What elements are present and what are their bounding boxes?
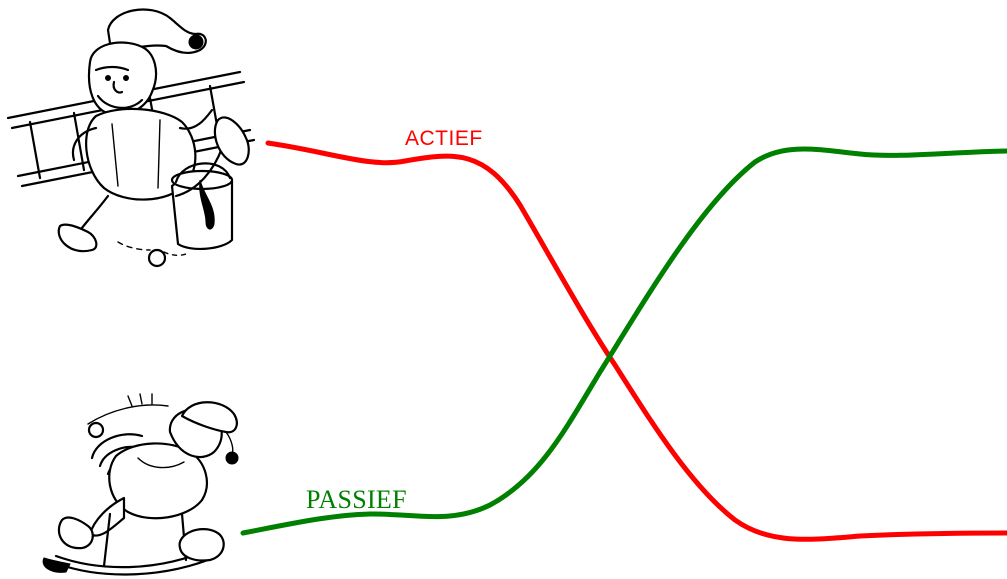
painter-head-icon — [87, 41, 158, 116]
passive-rocking-chair-illustration — [42, 393, 239, 576]
relaxing-man-boot-icon — [57, 516, 94, 550]
motion-puff-icon — [87, 421, 105, 439]
left-boot-icon — [57, 223, 98, 253]
active-label: ACTIEF — [405, 127, 483, 150]
paint-bucket-icon — [170, 162, 234, 250]
active-painter-illustration — [6, 8, 256, 268]
passive-curve — [240, 146, 1007, 536]
cap-pompom-icon — [188, 34, 204, 50]
relaxing-man-cap-icon — [180, 401, 238, 434]
active-curve — [265, 140, 1007, 542]
passive-label: PASSIEF — [306, 485, 407, 514]
slipper-icon — [178, 528, 225, 562]
right-boot-icon — [213, 116, 250, 166]
dust-cloud-icon — [147, 248, 167, 268]
